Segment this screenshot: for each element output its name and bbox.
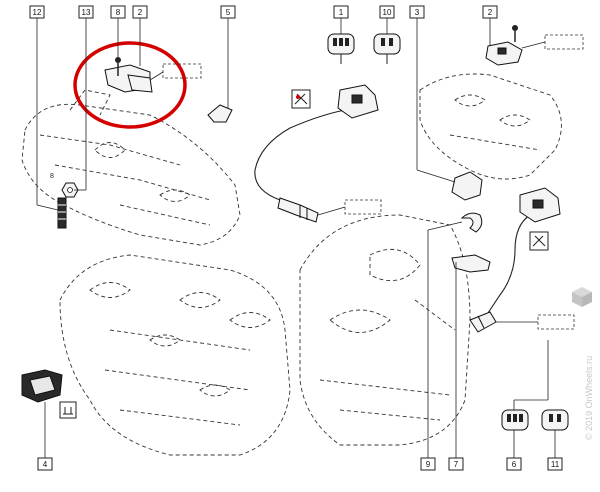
highlight-ellipse — [73, 41, 187, 129]
connector-11 — [541, 409, 569, 431]
callout-9: 9 — [420, 457, 436, 471]
clamp-icon — [460, 212, 483, 233]
engine-lower-left — [59, 254, 291, 456]
svg-text:5: 5 — [226, 8, 231, 17]
svg-text:2: 2 — [488, 8, 493, 17]
svg-text:4: 4 — [43, 460, 48, 469]
connector-10 — [373, 33, 401, 64]
gearbox-right — [299, 214, 471, 446]
callout-12: 12 — [29, 5, 45, 19]
callout-11: 11 — [547, 457, 563, 471]
svg-text:9: 9 — [426, 460, 431, 469]
callout-13: 13 — [78, 5, 94, 19]
map-sensor-right — [485, 25, 584, 66]
connector-1 — [327, 33, 355, 64]
temperature-sensor — [451, 171, 483, 201]
callout-7: 7 — [448, 457, 464, 471]
callout-1: 1 — [333, 5, 349, 19]
knock-sensor-icon — [21, 369, 77, 419]
oxygen-sensor-upstream — [254, 84, 382, 223]
engine-upper-left — [21, 89, 241, 246]
svg-text:8: 8 — [50, 173, 54, 180]
svg-text:2: 2 — [138, 8, 143, 17]
intake-upper-right — [419, 73, 562, 180]
callout-2-left: 2 — [132, 5, 148, 19]
svg-text:12: 12 — [33, 8, 42, 17]
map-sensor-bracket — [104, 63, 202, 93]
callout-10: 10 — [379, 5, 395, 19]
svg-text:13: 13 — [82, 8, 91, 17]
stud-icon — [57, 197, 67, 229]
callout-6: 6 — [506, 457, 522, 471]
svg-text:8: 8 — [116, 8, 121, 17]
clip-icon — [207, 104, 233, 123]
callout-8: 8 — [110, 5, 126, 19]
brand-logo-icon — [572, 287, 592, 307]
screw-icon — [115, 57, 121, 76]
bracket-icon — [451, 254, 491, 273]
leader-lines — [36, 18, 556, 458]
svg-text:7: 7 — [454, 460, 459, 469]
svg-text:3: 3 — [415, 8, 420, 17]
watermark-text: © 2019 OnWheels.ru — [584, 356, 594, 440]
callout-4: 4 — [37, 457, 53, 471]
callout-5: 5 — [220, 5, 236, 19]
svg-text:1: 1 — [339, 8, 344, 17]
connector-6 — [501, 409, 529, 431]
callout-2-right: 2 — [482, 5, 498, 19]
svg-text:10: 10 — [383, 8, 392, 17]
oxygen-sensor-downstream — [469, 187, 575, 333]
callout-3: 3 — [409, 5, 425, 19]
svg-text:6: 6 — [512, 460, 517, 469]
svg-text:11: 11 — [551, 460, 560, 469]
nut-icon: 8 — [50, 173, 79, 198]
